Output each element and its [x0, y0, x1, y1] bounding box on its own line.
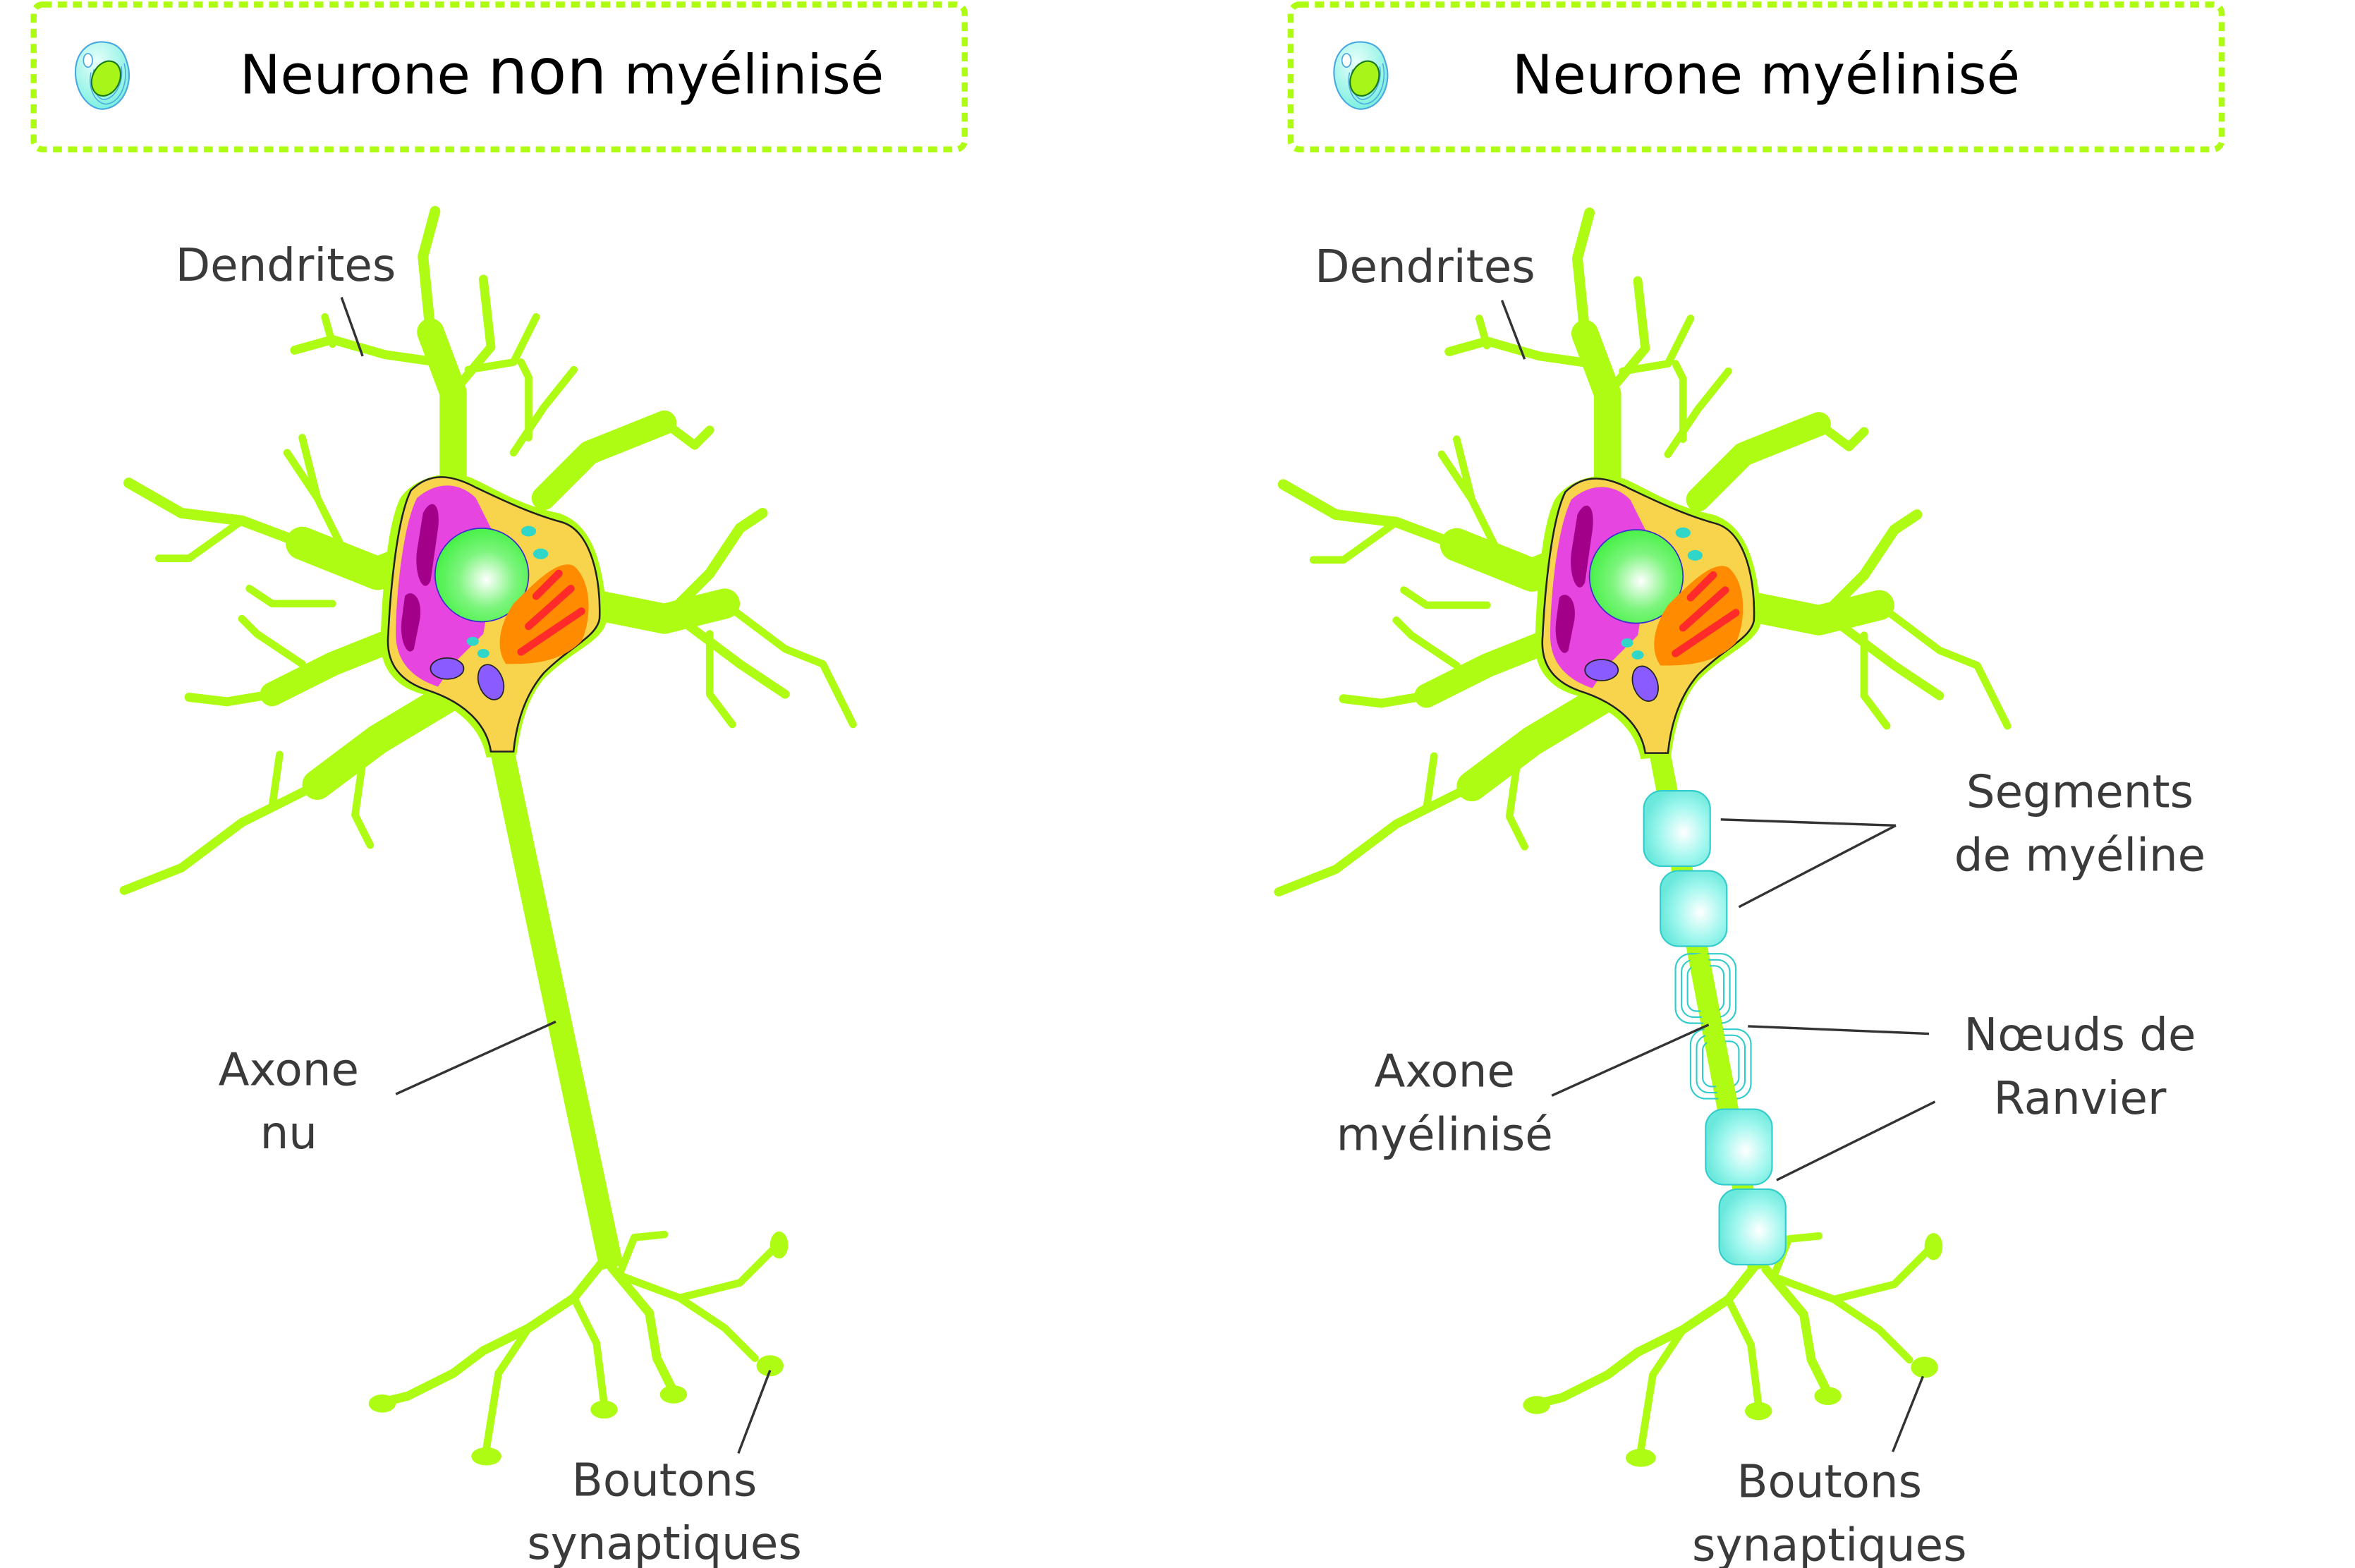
leader-line — [737, 1370, 772, 1454]
header-box — [1287, 1, 2225, 153]
label-segments: Segments — [1966, 766, 2193, 819]
axon — [491, 752, 623, 1270]
leader-line — [1892, 1375, 1925, 1452]
label-axon: nu — [260, 1107, 317, 1160]
leader-line — [1551, 1023, 1710, 1097]
leader-line — [1500, 300, 1526, 360]
myelin-segment — [1705, 1108, 1773, 1186]
panel-title: Neurone myélinisé — [1512, 44, 2020, 107]
panel-title: Neurone non myélinisé — [240, 36, 884, 109]
label-axon: myélinisé — [1337, 1108, 1553, 1161]
label-axon: Axone — [219, 1043, 359, 1096]
label-dendrites: Dendrites — [176, 239, 396, 292]
panel-myelinated: Neurone myélinisé Dendrites Segments de … — [1279, 1, 2225, 1568]
label-nodes: Ranvier — [1994, 1072, 2167, 1125]
label-boutons: Boutons — [1737, 1455, 1922, 1508]
myelin-segment — [1660, 870, 1728, 947]
panel-unmyelinated: Neurone non myélinisé Dendrites Axone nu… — [30, 1, 968, 1568]
leader-line — [340, 296, 364, 357]
leader-line — [395, 1020, 556, 1095]
terminal-branches — [369, 1232, 789, 1466]
label-boutons: synaptiques — [527, 1517, 801, 1568]
header-box — [30, 1, 968, 153]
label-axon: Axone — [1375, 1045, 1515, 1098]
leader-line — [1748, 1025, 1930, 1035]
myelin-segment — [1718, 1188, 1787, 1266]
label-dendrites: Dendrites — [1315, 241, 1535, 293]
terminal-branches — [1523, 1233, 1942, 1467]
schwann-cell-icon — [1333, 41, 1389, 110]
label-segments: de myéline — [1954, 829, 2205, 882]
label-nodes: Nœuds de — [1964, 1009, 2196, 1062]
myelin-segment — [1643, 790, 1711, 868]
label-boutons: synaptiques — [1692, 1519, 1966, 1568]
leader-line — [1720, 818, 1897, 908]
schwann-cell-icon — [74, 41, 130, 110]
axon-inner — [1689, 952, 1738, 1104]
leader-line — [1776, 1100, 1936, 1181]
neuron — [124, 212, 853, 1466]
myelin-segments — [1643, 790, 1787, 1266]
label-boutons: Boutons — [572, 1454, 757, 1507]
